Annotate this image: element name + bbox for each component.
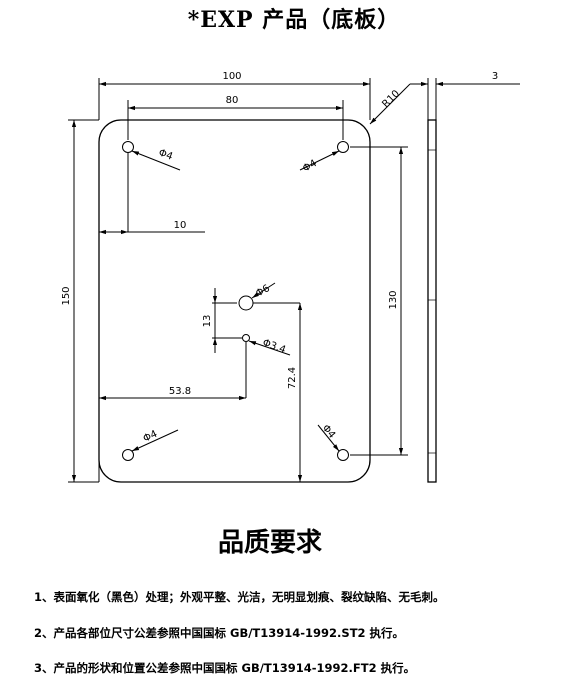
hole-bottom-right <box>337 449 349 461</box>
hole-bottom-left <box>122 449 134 461</box>
dim-hole-edge-offset: 10 <box>174 220 187 231</box>
hole-center-small <box>242 334 250 342</box>
hole-label-bottom-right: Φ4 <box>320 423 338 441</box>
dim-center-offset-x: 53.8 <box>169 386 191 397</box>
dim-overall-height: 150 <box>61 286 72 305</box>
quality-item-2: 2、产品各部位尺寸公差参照中国国标 GB/T13914-1992.ST2 执行。 <box>34 626 405 640</box>
hole-label-top-right: Φ4 <box>301 158 319 175</box>
technical-drawing: 100 3 80 R10 150 130 10 53.8 72.4 13 Φ4 … <box>61 71 520 483</box>
dim-hole-spacing-x: 80 <box>226 95 239 106</box>
plate-side-view <box>427 119 437 483</box>
plate-outline <box>98 119 371 483</box>
dim-hole-spacing-y: 130 <box>388 290 399 309</box>
hole-label-center-large: Φ6 <box>254 283 272 300</box>
quality-item-3: 3、产品的形状和位置公差参照中国国标 GB/T13914-1992.FT2 执行… <box>34 661 416 675</box>
hole-center-large <box>238 295 254 311</box>
dim-corner-radius: R10 <box>380 88 402 110</box>
hole-top-left <box>122 141 134 153</box>
hole-label-center-small: Φ3.4 <box>261 337 287 355</box>
hole-top-right <box>337 141 349 153</box>
hole-label-top-left: Φ4 <box>157 147 174 162</box>
dim-center-offset-y: 72.4 <box>287 367 298 389</box>
dim-center-hole-spacing: 13 <box>202 315 213 328</box>
dim-overall-width: 100 <box>222 71 241 82</box>
quality-heading: 品质要求 <box>217 528 322 558</box>
page-title: *EXP 产品（底板） <box>187 7 401 33</box>
dim-thickness: 3 <box>492 71 498 82</box>
quality-item-1: 1、表面氧化（黑色）处理；外观平整、光洁，无明显划痕、裂纹缺陷、无毛刺。 <box>34 590 445 604</box>
hole-label-bottom-left: Φ4 <box>142 429 160 445</box>
